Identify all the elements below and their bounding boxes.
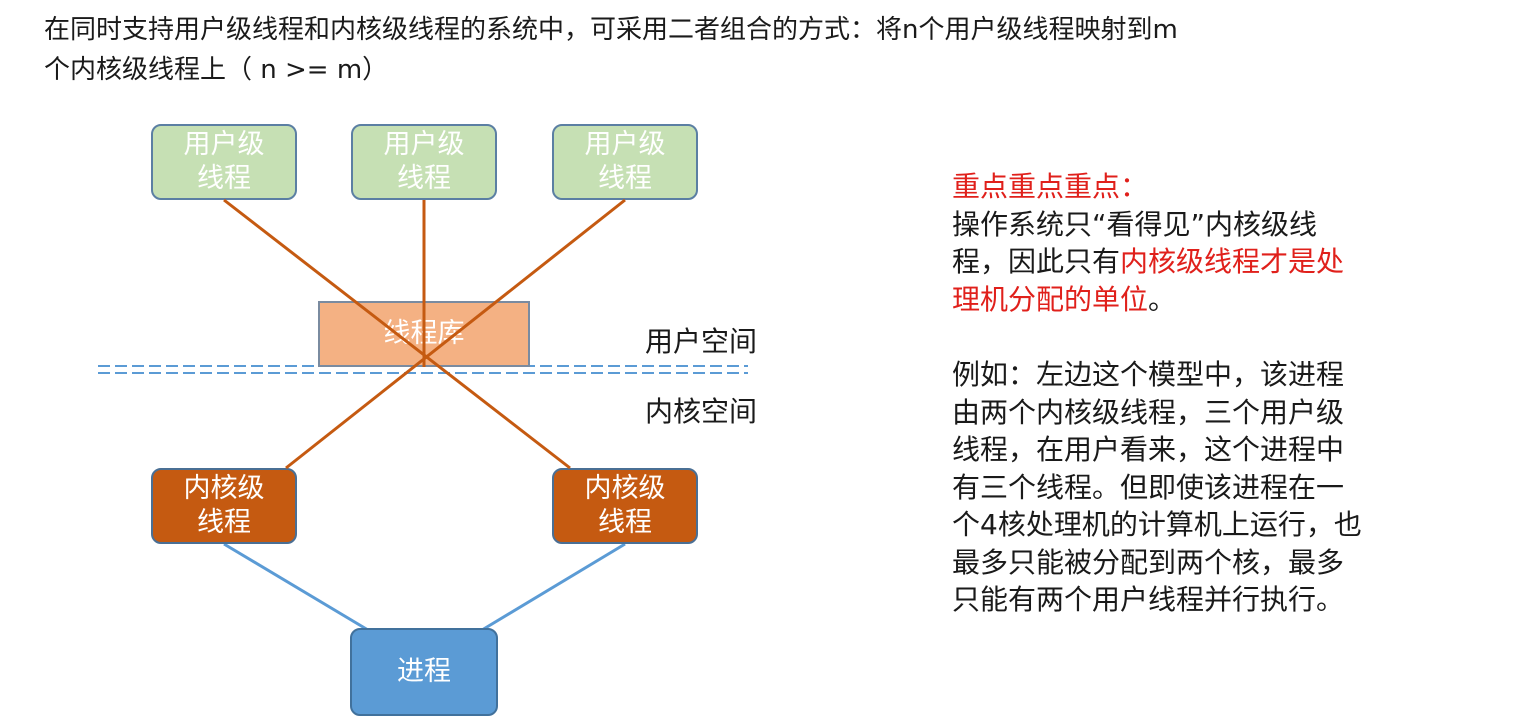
notes-heading: 重点重点重点： — [952, 170, 1149, 203]
thread-library-label: 线程库 — [383, 318, 465, 349]
intro-text: 在同时支持用户级线程和内核级线程的系统中，可采用二者组合的方式：将n个用户级线程… — [44, 10, 1484, 90]
notes-paragraph-1-line-1: 操作系统只“看得见”内核级线 — [952, 207, 1318, 241]
notes-paragraph-1-line-3: 理机分配的单位。 — [952, 281, 1512, 319]
user-thread-1-label-line1: 用户级 — [183, 129, 265, 160]
notes-p1-l3-normal: 。 — [1148, 282, 1177, 316]
user-thread-2: 用户级 线程 — [351, 124, 497, 200]
thread-library: 线程库 — [318, 301, 530, 367]
user-thread-3-label-line2: 线程 — [598, 163, 652, 194]
notes-p1-l2-normal: 程，因此只有 — [952, 245, 1121, 278]
intro-line-2: 个内核级线程上（ n >= m） — [44, 55, 389, 85]
notes-example-line: 例如：左边这个模型中，该进程 — [952, 358, 1345, 391]
user-thread-1-label-line2: 线程 — [197, 163, 251, 194]
kernel-thread-1: 内核级 线程 — [151, 468, 297, 544]
notes-example-line: 由两个内核级线程，三个用户级 — [952, 395, 1345, 429]
notes-spacer — [952, 318, 1512, 356]
user-thread-1: 用户级 线程 — [151, 124, 297, 200]
link-kernel-thread-2-process — [481, 542, 626, 632]
user-thread-2-label-line2: 线程 — [397, 163, 451, 194]
kernel-thread-2-label-line2: 线程 — [598, 507, 652, 538]
notes-example-line: 最多只能被分配到两个核，最多 — [952, 545, 1345, 579]
process-label: 进程 — [397, 656, 451, 687]
notes-example-line: 有三个线程。但即使该进程在一 — [952, 470, 1345, 504]
notes-p1-l3-highlight: 理机分配的单位 — [952, 282, 1149, 316]
notes-paragraph-1-line-2: 程，因此只有内核级线程才是处 — [952, 243, 1512, 281]
notes-example-line: 只能有两个用户线程并行执行。 — [952, 583, 1345, 616]
intro-line-1: 在同时支持用户级线程和内核级线程的系统中，可采用二者组合的方式：将n个用户级线程… — [44, 15, 1178, 45]
kernel-thread-2: 内核级 线程 — [552, 468, 698, 544]
notes-example-line: 线程，在用户看来，这个进程中 — [952, 433, 1345, 466]
user-thread-3: 用户级 线程 — [552, 124, 698, 200]
user-thread-2-label-line1: 用户级 — [383, 129, 465, 160]
kernel-thread-1-label-line1: 内核级 — [183, 473, 265, 504]
user-space-label: 用户空间 — [645, 325, 758, 358]
notes-example-line: 个4核处理机的计算机上运行，也 — [952, 508, 1362, 541]
user-thread-3-label-line1: 用户级 — [584, 129, 666, 160]
kernel-thread-1-label-line2: 线程 — [197, 507, 251, 538]
kernel-space-label: 内核空间 — [645, 395, 758, 428]
link-kernel-thread-1-process — [223, 542, 369, 632]
kernel-thread-2-label-line1: 内核级 — [584, 473, 666, 504]
key-notes: 重点重点重点： 操作系统只“看得见”内核级线 程，因此只有内核级线程才是处 理机… — [952, 168, 1512, 619]
process: 进程 — [350, 628, 498, 716]
notes-p1-l2-highlight: 内核级线程才是处 — [1120, 245, 1345, 278]
thread-model-diagram: 用户级 线程 用户级 线程 用户级 线程 线程库 用户空间 内核空间 内核级 线… — [98, 124, 758, 716]
